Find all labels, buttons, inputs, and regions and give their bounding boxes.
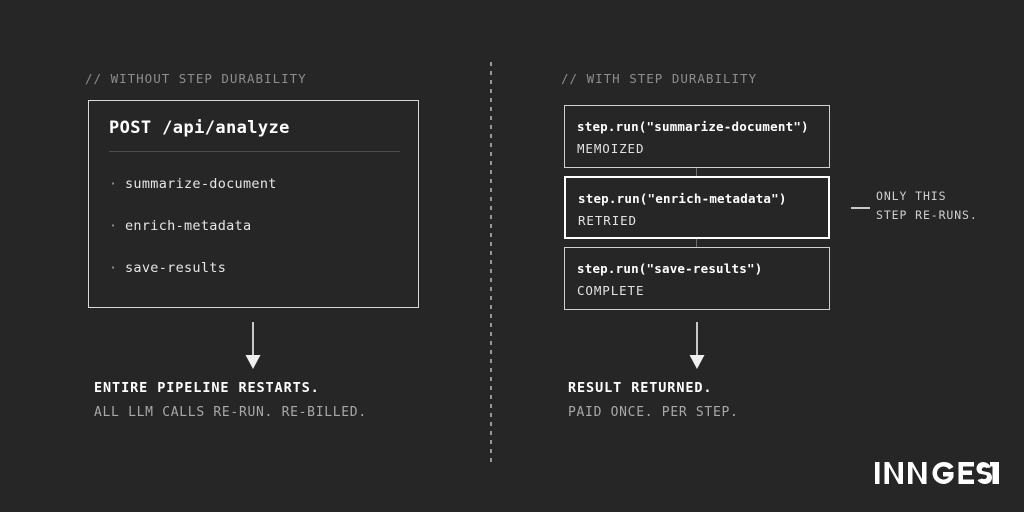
callout-line-2: STEP RE-RUNS. bbox=[876, 208, 978, 222]
step-call-label: step.run("summarize-document") bbox=[577, 119, 809, 134]
list-item-label: enrich-metadata bbox=[125, 218, 252, 234]
bullet-icon: · bbox=[109, 260, 118, 276]
step-box-save-results: step.run("save-results") COMPLETE bbox=[564, 247, 830, 310]
step-call-label: step.run("enrich-metadata") bbox=[578, 191, 787, 206]
bullet-icon: · bbox=[109, 176, 118, 192]
step-box-enrich-metadata: step.run("enrich-metadata") RETRIED bbox=[564, 176, 830, 239]
outcome-subtext: ALL LLM CALLS RE-RUN. RE-BILLED. bbox=[94, 405, 367, 420]
step-connector-line bbox=[696, 168, 697, 176]
down-arrow-icon bbox=[245, 322, 261, 369]
list-item: · summarize-document bbox=[109, 163, 400, 205]
request-box-divider bbox=[109, 151, 400, 152]
callout-line-1: ONLY THIS bbox=[876, 189, 947, 203]
step-call-label: step.run("save-results") bbox=[577, 261, 763, 276]
vertical-dotted-divider bbox=[490, 62, 492, 462]
outcome-subtext: PAID ONCE. PER STEP. bbox=[568, 405, 739, 420]
step-status-badge: MEMOIZED bbox=[577, 141, 645, 156]
left-outcome-caption: ENTIRE PIPELINE RESTARTS. ALL LLM CALLS … bbox=[94, 380, 367, 420]
list-item-label: save-results bbox=[125, 260, 227, 276]
down-arrow-icon bbox=[689, 322, 705, 369]
right-section-label: // WITH STEP DURABILITY bbox=[561, 71, 758, 86]
step-status-badge: COMPLETE bbox=[577, 283, 645, 298]
list-item: · enrich-metadata bbox=[109, 205, 400, 247]
step-status-badge: RETRIED bbox=[578, 213, 637, 228]
list-item: · save-results bbox=[109, 247, 400, 289]
retry-callout: ONLY THIS STEP RE-RUNS. bbox=[876, 187, 978, 225]
inngest-logo: INNGEST bbox=[875, 461, 999, 485]
outcome-headline: ENTIRE PIPELINE RESTARTS. bbox=[94, 380, 320, 396]
inline-step-list: · summarize-document · enrich-metadata · sa… bbox=[109, 163, 400, 289]
bullet-icon: · bbox=[109, 218, 118, 234]
right-outcome-caption: RESULT RETURNED. PAID ONCE. PER STEP. bbox=[568, 380, 739, 420]
callout-leader-line bbox=[851, 207, 870, 209]
outcome-headline: RESULT RETURNED. bbox=[568, 380, 713, 396]
request-endpoint-title: POST /api/analyze bbox=[109, 118, 290, 138]
step-connector-line bbox=[696, 239, 697, 247]
step-box-summarize-document: step.run("summarize-document") MEMOIZED bbox=[564, 105, 830, 168]
left-section-label: // WITHOUT STEP DURABILITY bbox=[85, 71, 307, 86]
monolithic-request-box: POST /api/analyze · summarize-document · e… bbox=[88, 100, 419, 308]
list-item-label: summarize-document bbox=[125, 176, 277, 192]
